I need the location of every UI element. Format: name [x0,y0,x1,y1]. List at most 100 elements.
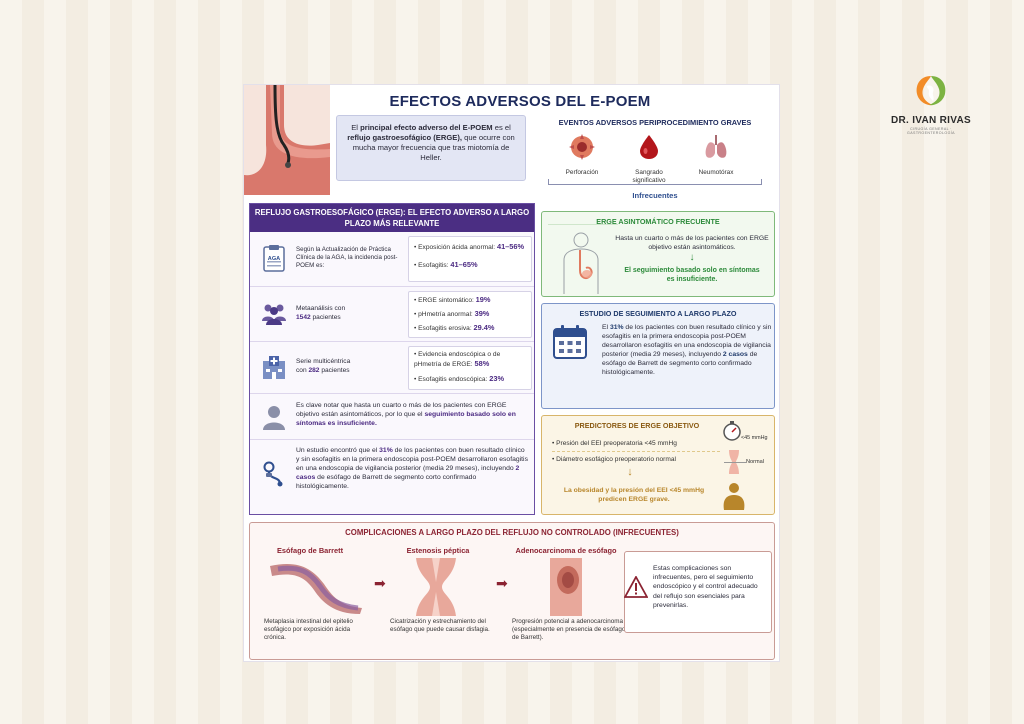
intro-box: El principal efecto adverso del E-POEM e… [336,115,526,181]
asymptomatic-note-row: Es clave notar que hasta un cuarto o más… [250,394,534,440]
asymptomatic-gerd-highlight: El seguimiento basado solo en síntomas e… [624,267,760,284]
events-bracket [548,179,762,185]
erge-panel-title: REFLUJO GASTROESOFÁGICO (ERGE): EL EFECT… [250,204,534,232]
event-perforation: Perforación [552,133,612,177]
study-highlight: 31% [379,447,393,454]
intro-bold: principal efecto adverso del E-POEM [360,123,493,132]
predictor-divider [552,451,720,452]
stenosis-title: Estenosis péptica [406,546,470,555]
event-pneumothorax: Neumotórax [686,133,746,177]
logo-name: DR. IVAN RIVAS [891,115,971,126]
logo-mark-icon [916,76,946,106]
long-term-study-text: El 31% de los pacientes con buen resulta… [602,323,772,377]
perforation-icon [569,134,595,160]
predictor-1: • Presión del EEI preoperatoria <45 mmHg [552,440,677,447]
stat-label: Esofagitis erosiva: [418,325,474,332]
meta-stat-erosive: • Esofagitis erosiva: 29.4% [414,323,495,332]
multi-suffix: pacientes [319,366,350,374]
asymptomatic-gerd-arrow: ↓ [689,252,695,263]
adenocarcinoma-desc: Progresión potencial a adenocarcinoma (e… [512,618,626,642]
stomach-endoscope-illustration [244,85,330,195]
stat-label: Evidencia endoscópica o de pHmetría de E… [414,351,501,368]
complications-title: COMPLICACIONES A LARGO PLAZO DEL REFLUJO… [345,528,679,537]
intro-text: El [351,123,361,132]
erge-panel: REFLUJO GASTROESOFÁGICO (ERGE): EL EFECT… [249,203,535,515]
meta-suffix: pacientes [310,313,341,321]
stat-value: 29.4% [473,323,495,332]
stat-value: 41–65% [450,260,478,269]
predictor-2: • Diámetro esofágico preoperatorio norma… [552,456,676,463]
warning-triangle-icon [624,576,648,598]
events-title: EVENTOS ADVERSOS PERIPROCEDIMIENTO GRAVE… [558,118,752,127]
events-footer: Infrecuentes [632,191,678,200]
long-term-study-panel: ESTUDIO DE SEGUIMIENTO A LARGO PLAZO El … [541,303,775,409]
intro-text: que ocurre con mucha mayor frecuencia qu… [352,133,515,162]
predictor-highlight: La obesidad y la presión del EEI <45 mmH… [563,487,705,503]
multi-stat-evidence: • Evidencia endoscópica o de pHmetría de… [414,351,501,368]
aga-stat-esophagitis: • Esofagitis: 41–65% [414,260,478,269]
complications-warning-box: Estas complicaciones son infrecuentes, p… [624,551,772,633]
aga-stats: • Exposición ácida anormal: 41–56% • Eso… [408,236,532,282]
hospital-icon [263,356,285,379]
stat-value: 41–56% [496,242,525,251]
meta-count: 1542 [296,313,311,321]
obesity-person-icon [723,483,745,510]
predictor-arrow: ↓ [627,466,633,478]
intro-bold: reflujo gastroesofágico (ERGE), [347,133,462,142]
stat-value: 19% [475,295,491,304]
endoscope-icon [263,461,283,487]
stat-label: Esofagitis endoscópica: [418,376,490,383]
stenosis-desc: Cicatrización y estrechamiento del esófa… [390,618,490,634]
stat-value: 23% [489,374,505,383]
stat-label: ERGE sintomático: [418,297,476,304]
torso-outline-icon [563,232,599,294]
asymptomatic-gerd-text: Hasta un cuarto o más de los pacientes c… [615,235,769,251]
arrow-right-icon: ➡ [374,575,386,591]
person-icon [263,406,285,430]
stat-label: pHmetría anormal: [418,311,475,318]
complications-warning-text: Estas complicaciones son infrecuentes, p… [653,565,758,609]
brand-logo: DR. IVAN RIVAS CIRUGÍA GENERAL · GASTROE… [886,74,976,135]
meta-stat-ph: • pHmetría anormal: 39% [414,309,490,318]
followup-study-text: Un estudio encontró que el 31% de los pa… [296,446,528,491]
infographic-poster: EFECTOS ADVERSOS DEL E-POEM El principal… [243,84,780,662]
multicentric-row: Serie multicéntrica con 282 pacientes • … [250,342,534,394]
multi-prefix: con [296,366,309,374]
logo-subtitle: CIRUGÍA GENERAL · GASTROENTEROLOGÍA [907,127,955,135]
event-bleeding: Sangrado significativo [619,133,679,184]
meta-stat-symptomatic: • ERGE sintomático: 19% [414,295,491,304]
intro-text: es el [492,123,511,132]
study-text: El [602,324,610,331]
predictor-text: Diámetro esofágico preoperatorio normal [556,456,676,463]
note-text: Es clave notar que hasta un cuarto o más… [296,402,507,418]
event-label: Sangrado significativo [632,169,666,184]
multicentric-text: Serie multicéntrica con 282 pacientes [296,358,404,375]
aga-row: AGA Según la Actualización de Práctica C… [250,232,534,287]
study-text: de esófago de Barrett de segmento corto … [296,474,477,490]
long-term-study-title: ESTUDIO DE SEGUIMIENTO A LARGO PLAZO [579,309,737,318]
multi-line: con 282 pacientes [296,367,404,376]
aga-stat-acid: • Exposición ácida anormal: 41–56% [414,242,525,251]
stat-label: Esofagitis: [418,262,451,269]
study-highlight: 2 casos [722,351,748,358]
multi-stat-endoscopic: • Esofagitis endoscópica: 23% [414,374,505,383]
asymptomatic-note: Es clave notar que hasta un cuarto o más… [296,401,528,428]
group-people-icon [262,304,286,325]
normal-label: Normal [746,459,765,465]
meta-text: Metaanálisis con 1542 pacientes [296,305,404,322]
multi-count: 282 [308,366,320,374]
meta-line: Metaanálisis con [296,305,346,312]
event-label: Perforación [565,169,599,176]
meta-line: 1542 pacientes [296,314,404,323]
normal-pointer [724,462,746,463]
complications-panel: COMPLICACIONES A LARGO PLAZO DEL REFLUJO… [249,522,775,660]
predictor-text: Presión del EEI preoperatoria <45 mmHg [556,440,677,447]
adenocarcinoma-title: Adenocarcinoma de esófago [515,546,617,555]
torso-divider [548,224,618,296]
gauge-label: <45 mmHg [741,435,768,441]
multicentric-stats: • Evidencia endoscópica o de pHmetría de… [408,346,532,390]
lungs-icon [705,135,727,158]
page-title: EFECTOS ADVERSOS DEL E-POEM [389,93,651,110]
study-highlight: 2 casos [296,465,520,481]
clipboard-icon [263,245,285,272]
